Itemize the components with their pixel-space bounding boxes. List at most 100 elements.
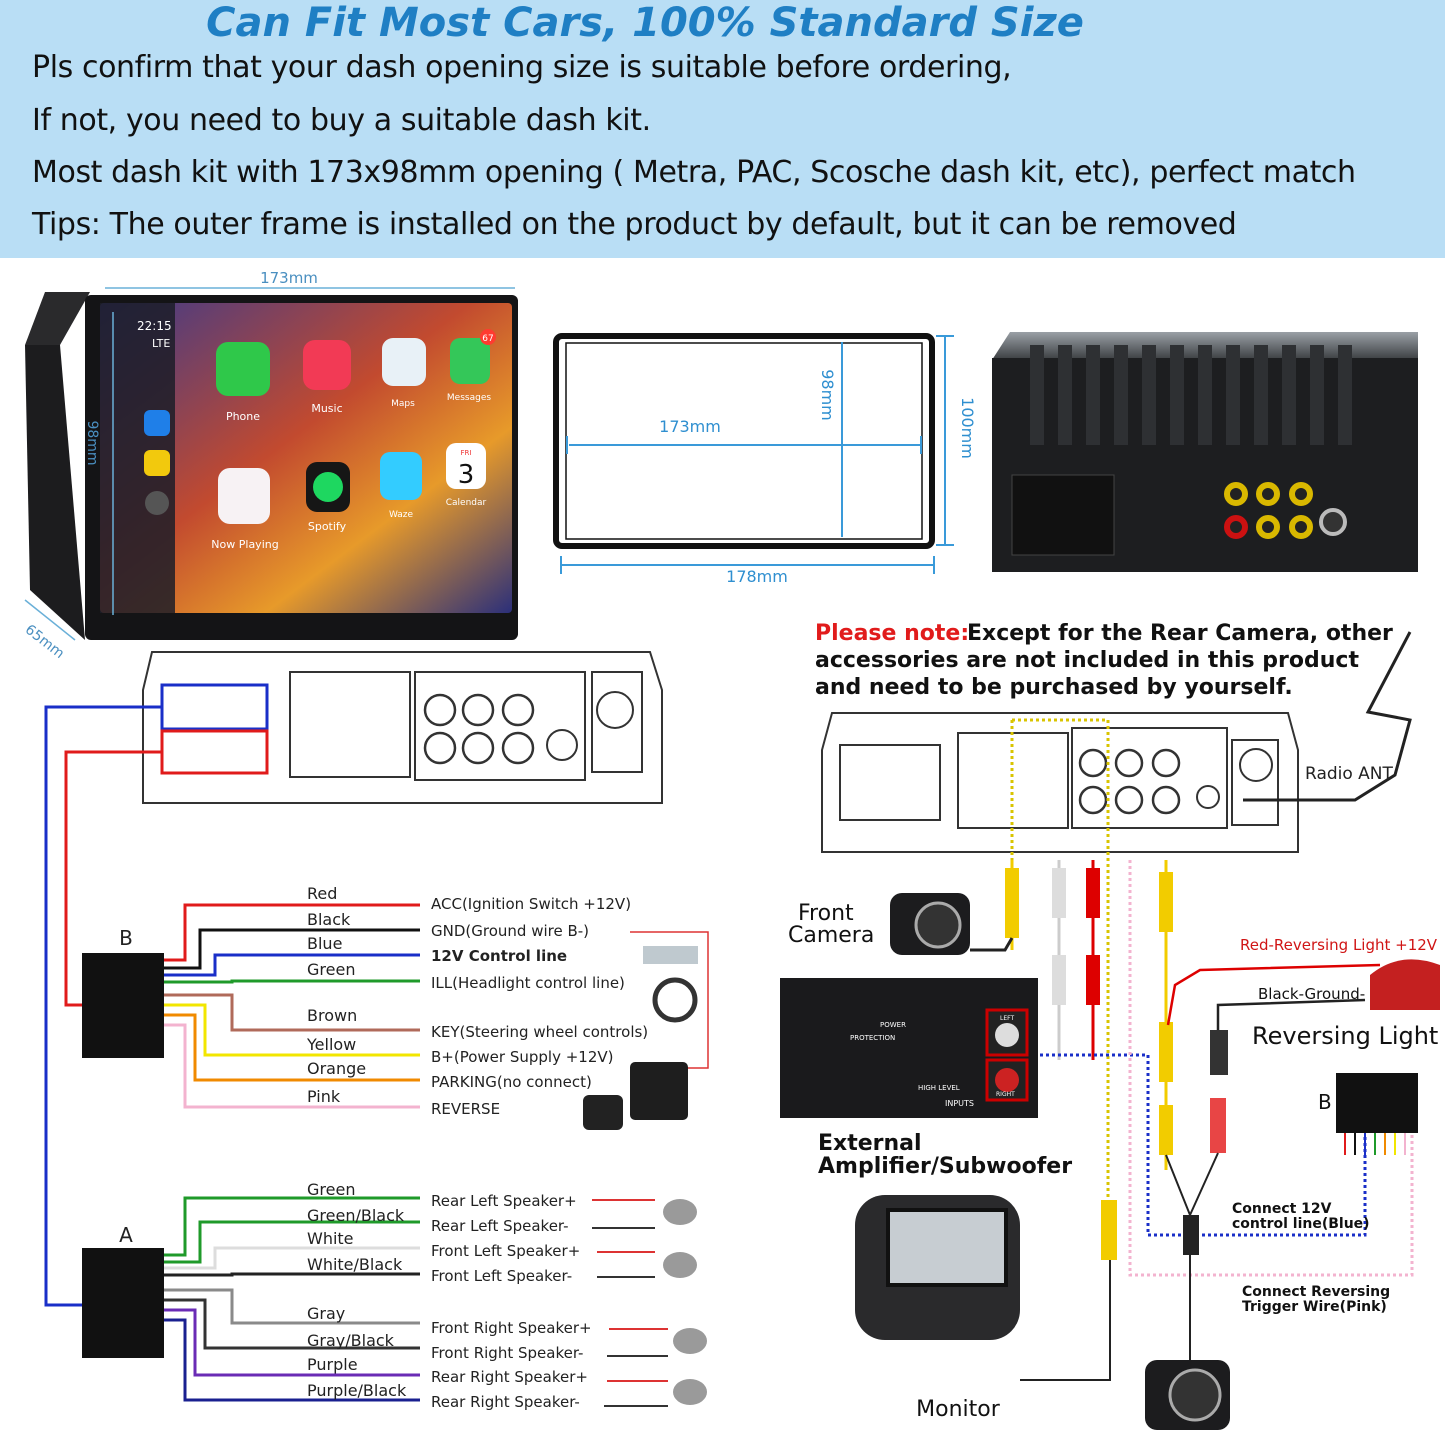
depth-dim-line	[24, 599, 76, 641]
wire-a-color-7: Purple/Black	[307, 1381, 407, 1400]
banner-line-3: Most dash kit with 173x98mm opening ( Me…	[32, 155, 1356, 190]
connector-b-outline	[160, 683, 269, 731]
wire-b-func-1: GND(Ground wire B-)	[431, 922, 589, 940]
amplifier: POWER PROTECTION HIGH LEVEL INPUTS LEFT …	[780, 978, 1072, 1179]
dash-frame: 173mm 98mm 178mm 100mm	[553, 333, 977, 586]
app-messages[interactable]: 67 Messages	[447, 329, 496, 403]
harness-b: B Red Black Blue Green Brown Yellow Oran…	[44, 705, 709, 1307]
app-calendar[interactable]: FRI 3 Calendar	[446, 443, 487, 508]
badge-icon	[480, 329, 496, 345]
radio-height-label: 98mm	[84, 420, 100, 465]
back-panel-right	[821, 712, 1299, 853]
speaker-icons	[592, 1199, 707, 1407]
wire-a-color-6: Purple	[307, 1355, 358, 1374]
wire-b-func-7: REVERSE	[431, 1100, 500, 1118]
harness-a: A Green Green/Black White White/Black Gr…	[82, 1180, 707, 1411]
speaker-icon	[673, 1328, 707, 1354]
screen-time: 22:15	[137, 319, 172, 333]
wire-a-func-5: Front Right Speaker-	[431, 1344, 583, 1362]
app-label-phone: Phone	[226, 410, 260, 423]
headrest-monitor: Monitor	[855, 1195, 1117, 1422]
app-phone[interactable]: Phone	[216, 342, 270, 423]
calendar-date: 3	[458, 460, 475, 490]
reversing-light: Red-Reversing Light +12V Black-Ground- R…	[1166, 936, 1440, 1153]
connect-rev-label-1: Connect Reversing	[1242, 1284, 1390, 1300]
amp-label-1: External	[818, 1131, 922, 1156]
info-banner: Can Fit Most Cars, 100% Standard Size Pl…	[0, 0, 1445, 258]
frame-outer-width-label: 178mm	[726, 567, 788, 586]
speaker-icon	[663, 1199, 697, 1225]
speaker-icon	[673, 1379, 707, 1405]
radio-unit: 22:15 LTE Phone Music Maps 67 Messages N…	[22, 269, 518, 662]
now-playing-icon	[218, 468, 270, 524]
connector-a-outline	[160, 729, 269, 775]
wire-b-color-6: Orange	[307, 1059, 366, 1078]
note-text-3: and need to be purchased by yourself.	[815, 675, 1293, 700]
app-label-now-playing: Now Playing	[211, 538, 278, 551]
wire-b-func-4: KEY(Steering wheel controls)	[431, 1023, 648, 1041]
wire-b-color-1: Black	[307, 910, 351, 929]
radio-ant-label: Radio ANT	[1305, 764, 1394, 784]
rca-leads	[1005, 718, 1414, 1277]
radio-back-photo	[992, 332, 1418, 572]
app-label-spotify: Spotify	[308, 520, 347, 533]
app-label-maps: Maps	[391, 399, 415, 409]
wire-a-color-5: Gray/Black	[307, 1331, 395, 1350]
harness-b-label: B	[119, 926, 133, 950]
app-now-playing[interactable]: Now Playing	[211, 468, 279, 551]
wire-b-func-3: ILL(Headlight control line)	[431, 974, 625, 992]
amp-right-label: RIGHT	[996, 1091, 1015, 1098]
wiring-diagram: 22:15 LTE Phone Music Maps 67 Messages N…	[22, 269, 1440, 1430]
rear-camera	[1145, 1152, 1230, 1430]
front-camera-label-1: Front	[798, 901, 854, 926]
app-label-music: Music	[311, 402, 342, 415]
amp-protection-label: PROTECTION	[850, 1034, 895, 1042]
app-maps[interactable]: Maps	[382, 338, 426, 409]
banner-line-1: Pls confirm that your dash opening size …	[32, 50, 1012, 85]
app-music[interactable]: Music	[303, 340, 351, 415]
wire-a-func-4: Front Right Speaker+	[431, 1319, 592, 1337]
wire-b-color-3: Green	[307, 960, 355, 979]
wire-b-func-2: 12V Control line	[431, 947, 567, 965]
wire-a-color-1: Green/Black	[307, 1206, 405, 1225]
small-b-label: B	[1318, 1090, 1332, 1114]
harness-b-connector	[82, 953, 164, 1058]
app-spotify[interactable]: Spotify	[306, 462, 350, 533]
wire-a-func-0: Rear Left Speaker+	[431, 1192, 577, 1210]
wire-b-func-0: ACC(Ignition Switch +12V)	[431, 895, 631, 913]
waze-icon	[380, 452, 422, 500]
banner-line-4: Tips: The outer frame is installed on th…	[32, 207, 1237, 242]
frame-outer-height-label: 100mm	[958, 397, 977, 459]
app-label-waze: Waze	[389, 510, 414, 520]
small-b-connector: B Connect 12V control line(Blue) Connect…	[1232, 1073, 1418, 1315]
music-icon	[303, 340, 351, 390]
wire-a-func-7: Rear Right Speaker-	[431, 1393, 580, 1411]
frame-inner-width-label: 173mm	[659, 417, 721, 436]
amp-power-label: POWER	[880, 1021, 906, 1029]
app-waze[interactable]: Waze	[380, 452, 422, 520]
app-label-messages: Messages	[447, 393, 491, 403]
note-text-2: accessories are not included in this pro…	[815, 648, 1359, 673]
messages-icon	[450, 338, 490, 384]
calendar-day: FRI	[461, 449, 472, 457]
music-mini-icon	[144, 450, 170, 476]
radio-width-label: 173mm	[260, 269, 318, 287]
screen-signal: LTE	[152, 337, 170, 350]
amp-high-level-label: HIGH LEVEL	[918, 1084, 960, 1092]
front-camera: Front Camera	[788, 893, 1014, 955]
maps-icon	[382, 338, 426, 386]
speaker-icon	[663, 1252, 697, 1278]
battery-icon	[630, 1062, 688, 1120]
monitor-label: Monitor	[916, 1397, 1001, 1422]
connect-rev-label-2: Trigger Wire(Pink)	[1242, 1299, 1387, 1315]
wire-b-color-7: Pink	[307, 1087, 341, 1106]
amp-left-label: LEFT	[1000, 1015, 1014, 1022]
wire-b-func-5: B+(Power Supply +12V)	[431, 1048, 613, 1066]
amp-label-2: Amplifier/Subwoofer	[818, 1154, 1072, 1179]
steering-wheel-icon	[652, 977, 698, 1023]
banner-title: Can Fit Most Cars, 100% Standard Size	[206, 0, 1084, 46]
settings-mini-icon	[145, 491, 169, 515]
black-wire-label: Black-Ground-	[1258, 985, 1365, 1003]
wire-a-func-3: Front Left Speaker-	[431, 1267, 572, 1285]
app-label-calendar: Calendar	[446, 498, 487, 508]
